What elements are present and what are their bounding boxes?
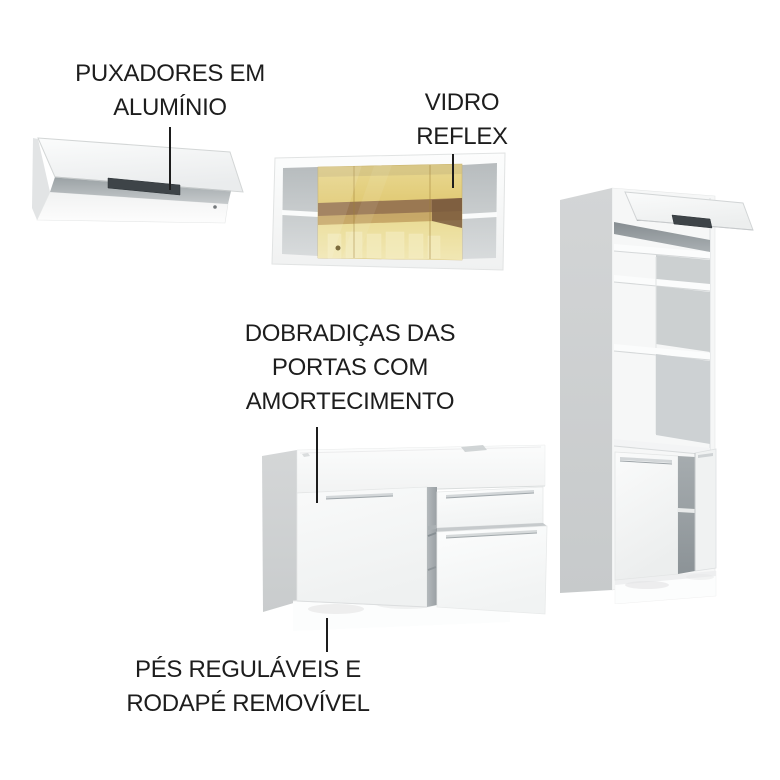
door-bottom-edge <box>296 600 428 608</box>
shelf-2 <box>614 275 710 291</box>
top-interior-shadow <box>614 222 710 252</box>
flip-door-aluminum-handle <box>671 214 713 229</box>
shelf-1-edge <box>613 250 711 260</box>
top-drawer-handle <box>446 490 534 498</box>
tall-right-door-open <box>694 448 717 572</box>
compartment-shade-1 <box>656 255 710 288</box>
hinge-dot <box>213 205 217 209</box>
top-drawer-handle-shadow <box>445 492 535 499</box>
callout-line-reflex-glass <box>452 154 454 188</box>
shelf-2-edge <box>613 281 711 292</box>
label-line: RODAPÉ REMOVÍVEL <box>126 690 370 717</box>
glass-sheen-2 <box>342 165 392 258</box>
label-soft-close-hinges: DOBRADIÇAS DAS PORTAS COM AMORTECIMENTO <box>229 317 471 419</box>
bottom-drawer-open <box>436 525 548 615</box>
callout-line-adjustable-feet <box>326 618 328 652</box>
base-left-door <box>296 486 428 608</box>
glass-band-dark-corner <box>432 198 462 228</box>
wall-cabinet-side-panel <box>32 138 50 220</box>
door-handle-shadow <box>325 495 394 500</box>
wall-cabinet-flip-door <box>37 137 244 193</box>
compartment-shade-3 <box>656 354 710 444</box>
glass-door-knob <box>335 245 341 251</box>
tall-left-door <box>614 451 679 581</box>
wall-cabinet-illustration <box>32 137 244 224</box>
base-door-handle <box>326 493 393 499</box>
gap-inner-shelf <box>678 508 695 513</box>
floor-edge <box>613 445 711 456</box>
glass-top-shade <box>318 164 462 177</box>
plinth-shadow-1 <box>308 604 364 614</box>
shelf-board-right <box>462 212 497 219</box>
callout-line-aluminum-handles <box>169 127 171 190</box>
aluminum-handle <box>107 177 181 196</box>
label-line: PUXADORES EM <box>75 60 265 87</box>
tall-right-door-handle <box>698 453 713 458</box>
tall-door-gap <box>678 456 695 574</box>
bottom-drawer-handle-shadow <box>445 532 538 539</box>
label-line: DOBRADIÇAS DAS <box>244 320 456 347</box>
base-cabinet-side-panel <box>262 450 297 612</box>
tall-cabinet-illustration <box>560 187 754 604</box>
shelf-3 <box>614 344 710 360</box>
glass-sheen <box>318 165 362 258</box>
label-line: AMORTECIMENTO <box>245 388 455 415</box>
bottle-reflections <box>327 231 441 259</box>
shelf-1 <box>614 244 710 259</box>
bottom-drawer-handle <box>446 530 537 538</box>
base-cabinet-illustration <box>262 444 548 631</box>
shelf-board-left <box>282 210 318 217</box>
top-back-rim <box>299 446 542 454</box>
glass-cabinet-illustration <box>271 152 506 271</box>
label-adjustable-feet: PÉS REGULÁVEIS E RODAPÉ REMOVÍVEL <box>125 653 371 721</box>
label-line: REFLEX <box>416 123 508 150</box>
tall-cabinet-side-panel <box>560 188 612 593</box>
label-aluminum-handles: PUXADORES EM ALUMÍNIO <box>55 57 285 125</box>
label-reflex-glass: VIDRO REFLEX <box>400 86 524 154</box>
label-line: VIDRO <box>424 89 500 116</box>
floor-shadow-2 <box>686 574 714 580</box>
drawer-slide-rail <box>427 532 437 537</box>
drawer-slide-rail-2 <box>427 566 437 571</box>
top-corner-bracket-2 <box>302 453 310 457</box>
top-corner-bracket <box>461 445 487 452</box>
open-shelf-right <box>462 163 497 259</box>
drawer-slide-bracket <box>428 525 436 530</box>
handle-shadow-line <box>619 460 673 465</box>
compartment-shade-2 <box>656 286 710 352</box>
callout-line-soft-close-hinges <box>316 427 318 503</box>
label-line: PORTAS COM <box>271 354 429 381</box>
drawer-gap-interior <box>427 487 437 607</box>
glass-reflection-band <box>318 198 462 216</box>
label-line: ALUMÍNIO <box>113 94 227 121</box>
label-line: PÉS REGULÁVEIS E <box>135 656 361 683</box>
floor-shadow <box>625 581 669 589</box>
compartment-floor <box>614 439 710 455</box>
tall-left-door-handle <box>620 457 672 463</box>
drawer-mid-gap <box>437 523 547 532</box>
